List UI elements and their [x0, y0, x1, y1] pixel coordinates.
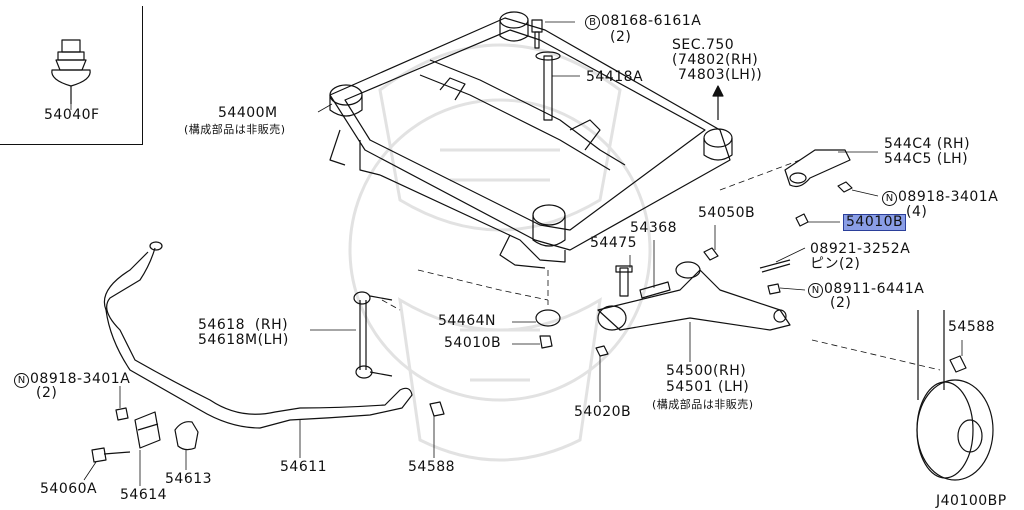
label-08911-qty: (2)	[830, 295, 852, 311]
label-sec750-lh: 74803(LH))	[678, 67, 763, 83]
circled-n-icon: N	[882, 191, 897, 206]
nut-54588-bottom	[429, 401, 445, 417]
lower-arm-54500	[597, 261, 791, 331]
label-54020B: 54020B	[574, 404, 632, 420]
watermark-emblem	[348, 43, 652, 462]
circled-n-icon: N	[14, 373, 29, 388]
label-08918-a-number: 08918-3401A	[898, 189, 999, 205]
diagram-id: J40100BP	[936, 493, 1007, 509]
label-08921-pin: ピン(2)	[810, 256, 861, 272]
label-08918-b-number: 08918-3401A	[30, 371, 131, 387]
cotter-pin-08921	[759, 259, 791, 273]
label-08921: 08921-3252A	[810, 241, 911, 257]
label-54368: 54368	[630, 220, 678, 236]
stabilizer-link-54618	[353, 291, 393, 379]
label-54010B: 54010B	[444, 335, 502, 351]
label-54010B-highlighted[interactable]: 54010B	[843, 214, 907, 231]
washer-54020B	[595, 345, 609, 357]
label-54060A: 54060A	[40, 481, 98, 497]
nut-54588-right	[949, 355, 967, 373]
label-54400M: 54400M	[218, 105, 278, 121]
grommet-part-54040F	[51, 39, 91, 104]
label-sec750-rh: (74802(RH)	[672, 52, 759, 68]
label-54418A: 54418A	[586, 69, 644, 85]
nut-54010B-lower	[539, 335, 553, 349]
label-08911-number: 08911-6441A	[824, 281, 925, 297]
bolt-54368	[639, 281, 671, 299]
label-544C5: 544C5 (LH)	[884, 151, 969, 167]
washer-54050B	[703, 247, 719, 261]
label-54618M: 54618M(LH)	[198, 332, 289, 348]
label-sec750: SEC.750	[672, 37, 735, 53]
label-544C4: 544C4 (RH)	[884, 136, 971, 152]
wheel-hub	[916, 310, 994, 481]
label-54618: 54618 (RH)	[198, 317, 289, 333]
bolt-54418A	[535, 51, 561, 121]
label-08918-b-qty: (2)	[36, 385, 58, 401]
label-54588-right: 54588	[948, 319, 996, 335]
circled-b-icon: B	[585, 15, 600, 30]
nut-08911	[767, 283, 781, 295]
nut-08918-b	[115, 407, 129, 421]
stabilizer-bar-54611	[103, 247, 413, 429]
inset-box	[0, 6, 143, 145]
bolt-54060A	[91, 447, 131, 463]
bushing-54464N	[535, 309, 561, 327]
label-54040F: 54040F	[44, 107, 100, 123]
bushing-rear-left	[499, 11, 529, 29]
label-54500: 54500(RH)	[666, 363, 747, 379]
label-54475: 54475	[590, 235, 638, 251]
crossmember-54400M	[329, 17, 731, 269]
bushing-54613	[174, 421, 199, 451]
nut-08918-a	[837, 181, 853, 193]
label-54613: 54613	[165, 471, 213, 487]
bolt-08168	[531, 19, 543, 49]
label-54500-note: (構成部品は非販売)	[652, 398, 754, 411]
label-08168-qty: (2)	[610, 29, 632, 45]
label-54588-bottom: 54588	[408, 459, 456, 475]
label-08168-number: 08168-6161A	[601, 13, 702, 29]
label-08918-a-qty: (4)	[906, 204, 928, 220]
label-54501: 54501 (LH)	[666, 379, 750, 395]
link-544C4	[784, 149, 851, 188]
label-54464N: 54464N	[438, 313, 497, 329]
label-54614: 54614	[120, 487, 168, 503]
label-54400M-note: (構成部品は非販売)	[184, 123, 286, 136]
bolt-54475	[615, 265, 633, 297]
circled-n-icon: N	[808, 283, 823, 298]
label-54611: 54611	[280, 459, 328, 475]
clamp-54614	[134, 411, 161, 449]
bushing-rear-right	[703, 128, 733, 148]
nut-54010B-upper	[795, 213, 809, 227]
label-54050B: 54050B	[698, 205, 756, 221]
